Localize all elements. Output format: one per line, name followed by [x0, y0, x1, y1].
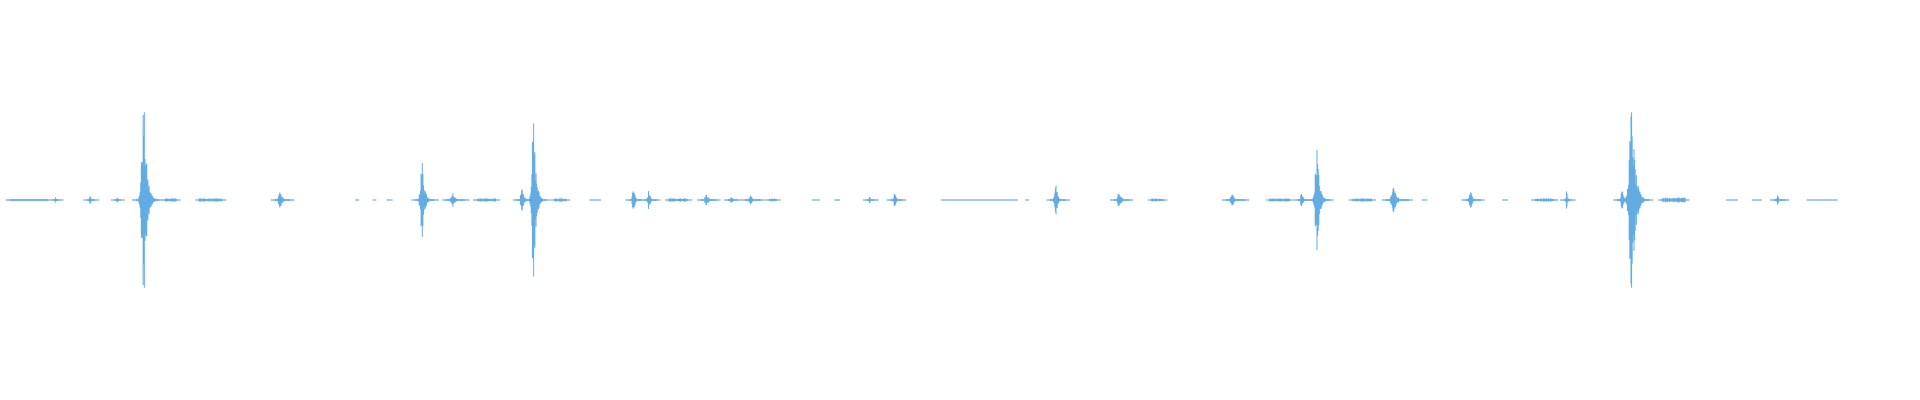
waveform-burst [160, 198, 181, 202]
waveform-burst [442, 193, 470, 207]
waveform-burst [741, 195, 765, 205]
waveform-burst [1461, 192, 1485, 208]
waveform-burst [473, 198, 501, 202]
waveform-peaks [5, 112, 1838, 288]
waveform-burst [355, 199, 360, 201]
waveform-burst [589, 199, 601, 201]
waveform-burst [886, 193, 907, 207]
waveform-burst [940, 199, 1018, 201]
waveform-burst [111, 197, 125, 203]
waveform-burst [411, 163, 439, 237]
waveform-burst [1502, 199, 1509, 201]
waveform-burst [5, 199, 53, 201]
waveform-burst [625, 191, 646, 209]
waveform-burst [1293, 193, 1314, 207]
waveform-burst [697, 194, 721, 206]
waveform-burst [386, 199, 393, 201]
waveform-burst [1531, 198, 1559, 202]
waveform-burst [131, 112, 163, 288]
waveform-burst [1109, 193, 1134, 207]
waveform-burst [640, 191, 661, 209]
waveform-burst [1658, 197, 1690, 203]
waveform-burst [270, 192, 295, 208]
waveform-burst [863, 196, 879, 204]
waveform-burst [195, 198, 227, 202]
waveform-burst [724, 197, 742, 203]
waveform-burst [1348, 198, 1376, 202]
waveform-burst [83, 196, 100, 204]
waveform-burst [1618, 112, 1654, 288]
waveform-burst [49, 197, 64, 203]
waveform-burst [1266, 198, 1294, 202]
waveform-burst [1421, 199, 1428, 201]
waveform-burst [523, 123, 551, 277]
waveform-burst [1306, 149, 1334, 251]
waveform-burst [550, 198, 571, 202]
waveform-burst [1806, 199, 1838, 201]
waveform-burst [1147, 198, 1168, 202]
waveform-burst [665, 198, 693, 202]
waveform-burst [1025, 199, 1030, 201]
waveform-burst [1221, 194, 1250, 206]
waveform-burst [1769, 195, 1790, 205]
waveform-burst [834, 199, 840, 201]
waveform-burst [765, 198, 781, 202]
waveform-burst [1046, 185, 1070, 215]
waveform-burst [1381, 187, 1413, 213]
waveform-burst [372, 199, 377, 201]
waveform-burst [1560, 191, 1576, 209]
waveform-burst [1752, 199, 1762, 201]
waveform-burst [812, 199, 820, 201]
waveform-burst [1726, 199, 1738, 201]
